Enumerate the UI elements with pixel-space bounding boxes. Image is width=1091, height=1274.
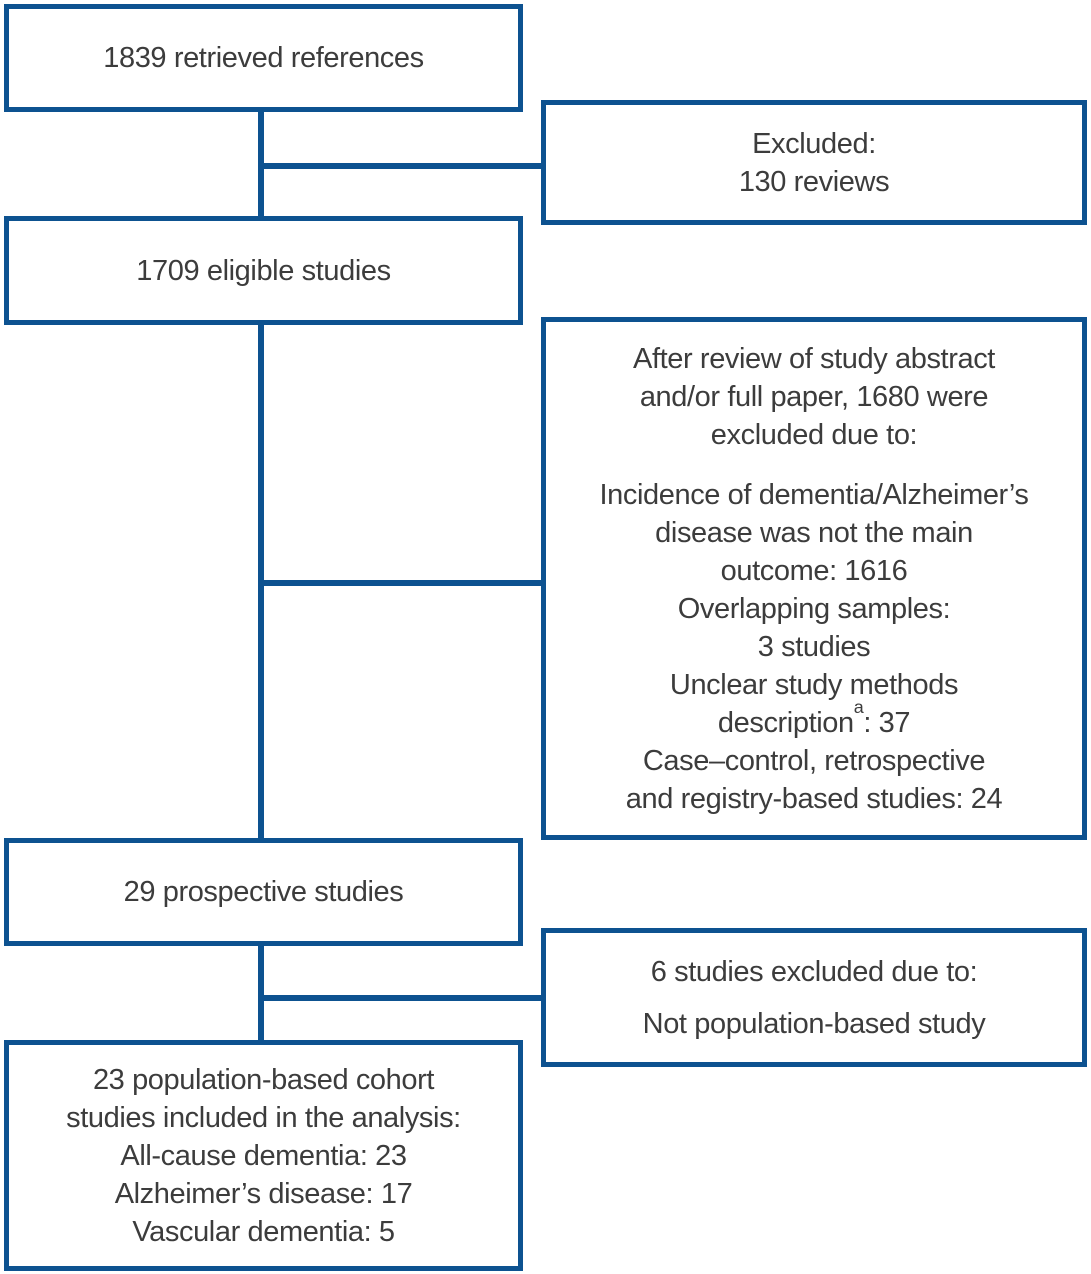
connector-prospective-to-included	[258, 946, 264, 1040]
included-studies-line-1: 23 population-based cohort	[92, 1063, 435, 1096]
exclusion-reason-line-2: disease was not the main	[655, 516, 973, 549]
footnote-marker-a: a	[853, 696, 864, 717]
description-count: : 37	[863, 706, 911, 739]
excluded-not-population-line-1: 6 studies excluded due to:	[650, 955, 978, 988]
included-studies-line-4: Alzheimer’s disease: 17	[114, 1177, 413, 1210]
exclusion-reason-line-9: and registry-based studies: 24	[625, 782, 1003, 815]
included-studies-line-3: All-cause dementia: 23	[120, 1139, 407, 1172]
box-eligible-studies: 1709 eligible studies	[4, 216, 523, 325]
exclusion-reason-line-8: Case–control, retrospective	[642, 744, 986, 777]
box-included-studies: 23 population-based cohort studies inclu…	[4, 1040, 523, 1271]
exclusion-reason-line-5: 3 studies	[757, 630, 871, 663]
eligible-studies-label: 1709 eligible studies	[136, 254, 391, 287]
abstract-exclusions-intro-line-3: excluded due to:	[710, 418, 918, 451]
exclusion-reason-line-1: Incidence of dementia/Alzheimer’s	[599, 478, 1029, 511]
included-studies-line-5: Vascular dementia: 5	[132, 1215, 395, 1248]
excluded-reviews-line-1: Excluded:	[752, 127, 876, 160]
exclusion-reason-line-3: outcome: 1616	[720, 554, 908, 587]
box-excluded-reviews: Excluded: 130 reviews	[541, 100, 1087, 225]
connector-branch-to-abstract-exclusions	[258, 580, 541, 586]
exclusion-reason-line-6: Unclear study methods	[669, 668, 959, 701]
excluded-reviews-line-2: 130 reviews	[738, 165, 890, 198]
included-studies-line-2: studies included in the analysis:	[66, 1101, 461, 1134]
box-prospective-studies: 29 prospective studies	[4, 838, 523, 946]
connector-branch-to-excluded-reviews	[258, 163, 541, 169]
exclusion-reason-description-line: descriptiona: 37	[717, 698, 911, 742]
prospective-studies-label: 29 prospective studies	[123, 876, 404, 908]
excluded-not-population-line-2: Not population-based study	[642, 1007, 986, 1040]
box-retrieved-references: 1839 retrieved references	[4, 4, 523, 112]
abstract-exclusions-intro-line-1: After review of study abstract	[633, 342, 995, 375]
connector-branch-to-excluded-not-population	[258, 995, 541, 1001]
exclusion-reason-line-4: Overlapping samples:	[677, 592, 951, 625]
abstract-exclusions-intro-line-2: and/or full paper, 1680 were	[639, 380, 989, 413]
box-abstract-review-exclusions: After review of study abstract and/or fu…	[541, 317, 1087, 840]
box-excluded-not-population: 6 studies excluded due to: Not populatio…	[541, 928, 1087, 1067]
retrieved-references-label: 1839 retrieved references	[103, 42, 424, 74]
description-text: description	[717, 706, 854, 739]
